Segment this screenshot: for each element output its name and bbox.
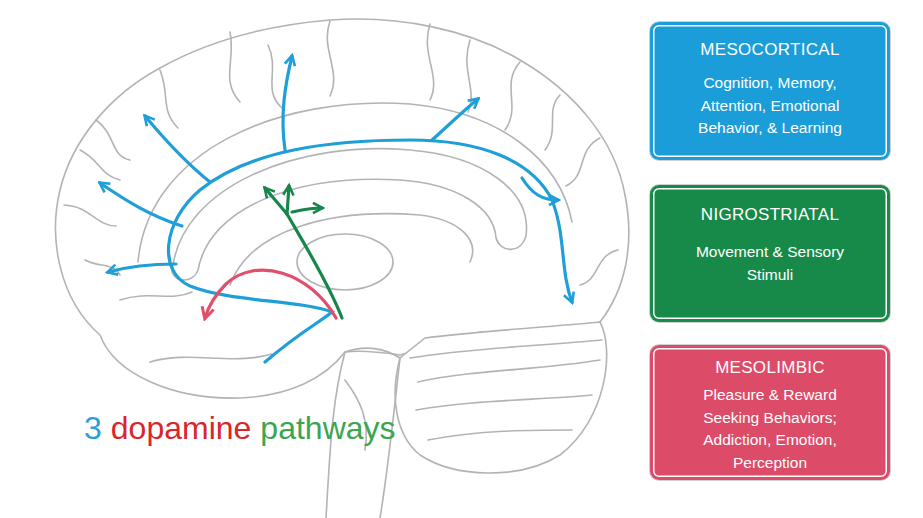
fornix (230, 214, 473, 285)
cerebellum-folia (410, 340, 602, 440)
tract-main (287, 214, 342, 318)
tract-branch (108, 264, 176, 272)
label-group: 3dopaminepathways (84, 408, 405, 448)
pathway-box: NIGROSTRIATAL Movement & Sensory Stimuli (650, 185, 890, 322)
pathway-functions: Movement & Sensory Stimuli (679, 241, 861, 286)
caption-word: pathways (260, 410, 395, 446)
brain-outline (56, 19, 629, 518)
mesocortical-main (168, 140, 572, 362)
caption-word: 3 (84, 410, 102, 446)
tract-branch (283, 56, 292, 150)
pathway-functions: Cognition, Memory, Attention, Emotional … (679, 72, 861, 140)
nigrostriatal-tract (265, 186, 342, 318)
tract-branch (100, 183, 182, 226)
corpus-callosum (172, 149, 526, 280)
tract-branch (292, 208, 322, 212)
thalamus (297, 234, 393, 290)
tract-main (205, 270, 336, 318)
caption-word: dopamine (111, 410, 252, 446)
pathway-box: MESOLIMBIC Pleasure & Reward Seeking Beha… (650, 345, 890, 480)
tract-branch (145, 116, 210, 182)
pathway-functions: Pleasure & Reward Seeking Behaviors; Add… (679, 384, 861, 474)
tract-branch (265, 188, 287, 214)
tract-branch (522, 178, 558, 200)
sulci (64, 21, 618, 362)
mesocortical-tract (100, 56, 572, 362)
mesolimbic-tract (205, 270, 336, 318)
pathway-name: NIGROSTRIATAL (701, 205, 839, 225)
pathway-name: MESOLIMBIC (715, 358, 825, 378)
cerebellum-outline (395, 322, 607, 473)
tract-branch (432, 99, 478, 140)
pathway-name: MESOCORTICAL (700, 40, 839, 60)
tract-branch (287, 186, 289, 214)
pathway-box: MESOCORTICAL Cognition, Memory, Attention… (650, 22, 890, 160)
